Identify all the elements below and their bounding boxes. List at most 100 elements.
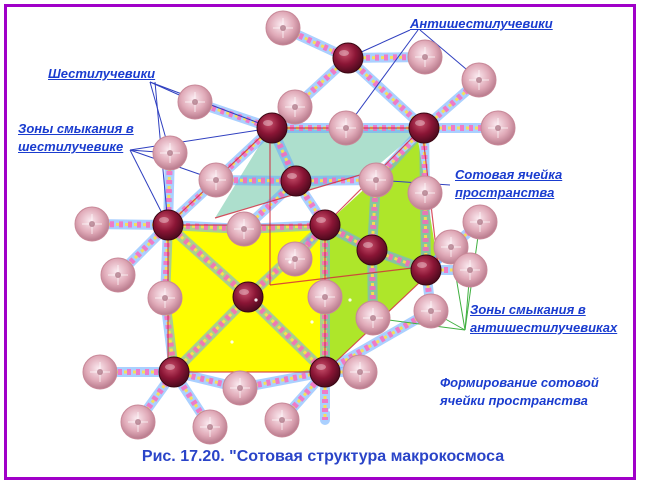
- antihexagon-core: [343, 125, 349, 131]
- antihexagon-node: [277, 89, 313, 125]
- label-antihexagons: Антишестилучевики: [410, 16, 553, 31]
- antihexagon-core: [207, 424, 213, 430]
- antihexagon-core: [357, 369, 363, 375]
- teal-back-face: [215, 128, 422, 218]
- sparkle-dot: [288, 260, 292, 264]
- hexagon-ball: [158, 356, 190, 388]
- label-anti-zones-line1: Зоны смыкания в: [470, 302, 586, 317]
- antihexagon-node: [120, 404, 156, 440]
- antihexagon-core: [167, 150, 173, 156]
- antihexagon-node: [265, 10, 301, 46]
- hexagon-highlight: [263, 120, 273, 126]
- antihexagon-core: [476, 77, 482, 83]
- ray-spectrum-inner: [374, 126, 426, 182]
- antihexagon-core: [279, 417, 285, 423]
- label-hex-zones-line2: шестилучевике: [18, 139, 124, 154]
- antihexagon-core: [162, 295, 168, 301]
- hexagon-node: [356, 234, 388, 266]
- hexagon-highlight: [415, 120, 425, 126]
- ray-spectrum-inner: [270, 56, 350, 130]
- antihexagon-node: [264, 402, 300, 438]
- hexagon-node: [309, 356, 341, 388]
- sparkle-dot: [230, 340, 234, 344]
- antihexagon-node: [480, 110, 516, 146]
- callout-line: [129, 127, 273, 151]
- ray-spectrum: [323, 308, 433, 375]
- antihexagon-node: [433, 229, 469, 265]
- ray-spectrum-inner: [173, 370, 241, 390]
- antihexagon-core: [428, 308, 434, 314]
- hexagon-highlight: [363, 242, 373, 248]
- antihexagon-core: [477, 219, 483, 225]
- antihexagon-core: [322, 294, 328, 300]
- antihexagon-core: [292, 256, 298, 262]
- label-hex-zones-line1: Зоны смыкания в: [18, 121, 134, 136]
- antihexagon-node: [462, 204, 498, 240]
- antihexagon-node: [452, 252, 488, 288]
- ray-spectrum-inner: [246, 295, 327, 374]
- antihexagon-node: [226, 211, 262, 247]
- label-forming-line1: Формирование сотовой: [440, 375, 599, 390]
- hexagon-highlight: [339, 50, 349, 56]
- hexagon-highlight: [165, 364, 175, 370]
- hexagon-node: [410, 254, 442, 286]
- antihexagon-node: [277, 241, 313, 277]
- hexagon-ball: [152, 209, 184, 241]
- antihexagon-core: [292, 104, 298, 110]
- callout-line: [345, 29, 419, 129]
- antihexagon-node: [222, 370, 258, 406]
- ray-spectrum-inner: [370, 249, 375, 319]
- antihexagon-core: [280, 25, 286, 31]
- ray-spectrum-inner: [239, 370, 326, 390]
- antihexagon-core: [97, 369, 103, 375]
- label-anti-zones-line2: антишестилучевиках: [470, 320, 618, 335]
- hexagon-node: [232, 281, 264, 313]
- antihexagon-node: [198, 162, 234, 198]
- ray-spectrum-inner: [282, 26, 349, 60]
- antihexagon-core: [89, 221, 95, 227]
- hexagon-node: [280, 165, 312, 197]
- cell-edge-line: [269, 264, 439, 286]
- antihexagon-node: [342, 354, 378, 390]
- ray-spectrum-inner: [370, 179, 378, 251]
- hexagon-highlight: [316, 364, 326, 370]
- antihexagon-node: [307, 279, 343, 315]
- ray-spectrum-inner: [172, 295, 250, 374]
- antihexagon-node: [355, 300, 391, 336]
- ray-spectrum-inner: [166, 223, 250, 299]
- antihexagon-core: [495, 125, 501, 131]
- hexagon-ball: [280, 165, 312, 197]
- antihexagon-core: [422, 190, 428, 196]
- hexagon-ball: [410, 254, 442, 286]
- label-cell-line1: Сотовая ячейка: [455, 167, 563, 182]
- ray-spectrum-inner: [346, 56, 426, 130]
- hexagon-node: [158, 356, 190, 388]
- antihexagon-core: [370, 315, 376, 321]
- ray-spectrum: [423, 269, 434, 312]
- hexagon-highlight: [316, 217, 326, 223]
- ray-spectrum-inner: [324, 309, 432, 374]
- antihexagon-node: [192, 409, 228, 445]
- hexagon-ball: [256, 112, 288, 144]
- hexagon-node: [408, 112, 440, 144]
- hexagon-ball: [356, 234, 388, 266]
- antihexagon-core: [115, 272, 121, 278]
- sparkle-dot: [476, 158, 480, 162]
- hexagon-highlight: [239, 289, 249, 295]
- antihexagon-node: [74, 206, 110, 242]
- hexagon-ball: [332, 42, 364, 74]
- antihexagon-core: [192, 99, 198, 105]
- sparkle-dot: [328, 408, 332, 412]
- hexagon-node: [309, 209, 341, 241]
- sparkle-dot: [310, 320, 314, 324]
- label-hexagons: Шестилучевики: [48, 66, 156, 81]
- hexagon-node: [256, 112, 288, 144]
- hexagon-ball: [309, 209, 341, 241]
- figure-caption: Рис. 17.20. "Сотовая структура макрокосм…: [141, 448, 505, 465]
- antihexagon-node: [100, 257, 136, 293]
- antihexagon-node: [407, 39, 443, 75]
- antihexagon-node: [413, 293, 449, 329]
- sparkle-dot: [298, 208, 302, 212]
- antihexagon-core: [237, 385, 243, 391]
